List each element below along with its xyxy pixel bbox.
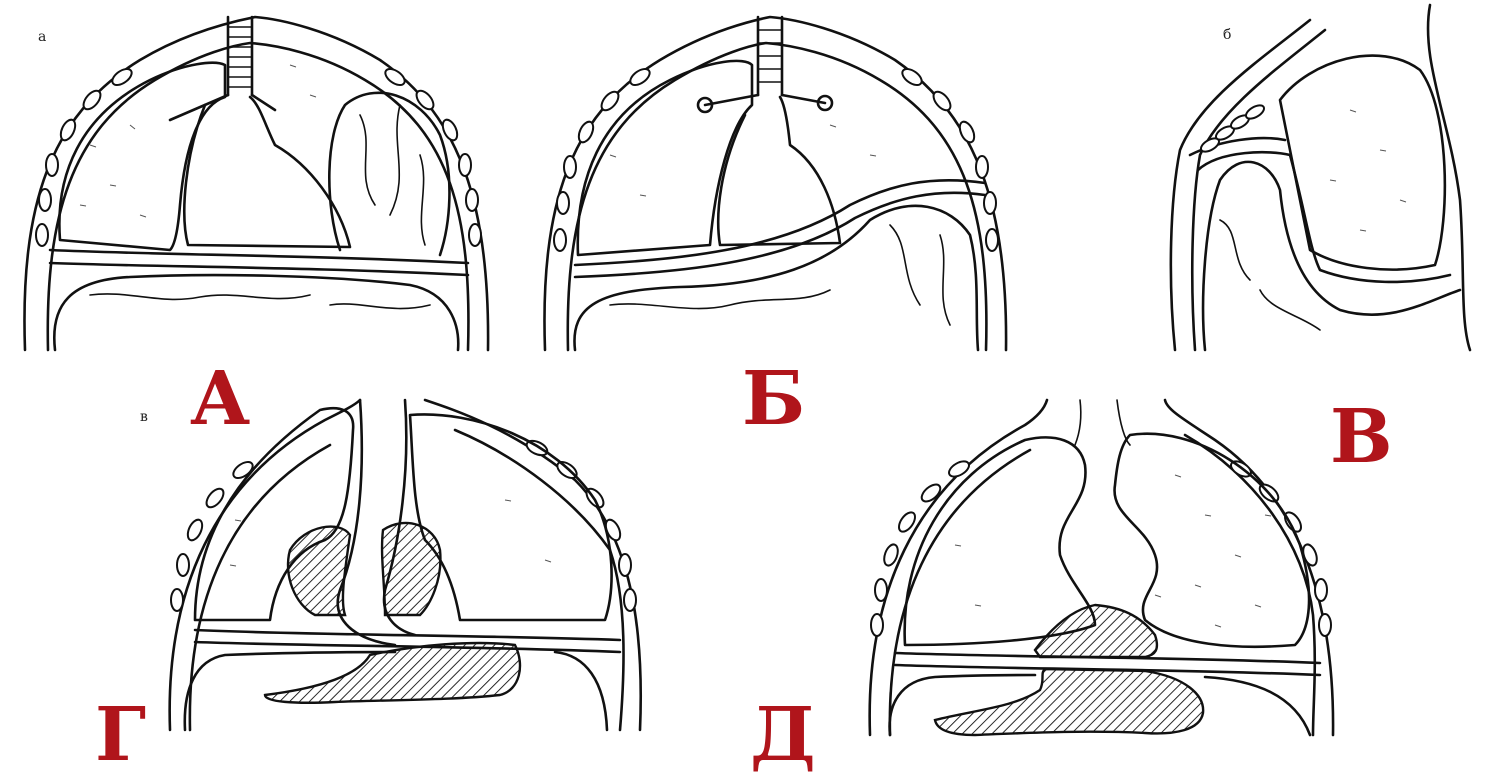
hatched-stomach <box>935 669 1203 735</box>
right-lung-d <box>1115 434 1310 647</box>
label-b: Б <box>742 362 805 436</box>
abdominal-bowel <box>54 275 458 350</box>
hatched-hernia-mediastinal <box>1035 605 1157 657</box>
rib-ovals-left <box>36 66 134 246</box>
hatched-hernia-upper <box>288 527 350 615</box>
panel-d-diagram <box>855 395 1355 740</box>
sublabel-a: а <box>38 30 46 44</box>
panel-a-diagram <box>10 5 500 355</box>
herniated-bowel-sagittal <box>1203 162 1460 350</box>
heart-mediastinum <box>184 97 350 247</box>
left-lung-b <box>578 61 752 255</box>
heart-b <box>718 97 840 245</box>
lung-texture-b <box>610 125 876 196</box>
lung-texture-a <box>80 65 316 217</box>
lung-texture-d <box>955 475 1271 627</box>
abdominal-bowel-b <box>574 206 978 350</box>
sublabel-v: в <box>140 410 148 424</box>
panel-v-diagram <box>1160 0 1490 355</box>
sublabel-b: б <box>1223 28 1231 42</box>
left-lung <box>59 63 225 250</box>
lung-texture-v <box>1330 110 1406 231</box>
panel-v-svg <box>1160 0 1490 355</box>
rib-ovals-right <box>383 66 481 246</box>
hatched-hernia-right <box>382 523 440 615</box>
label-v: В <box>1330 400 1393 474</box>
trachea <box>170 17 275 120</box>
label-g: Г <box>95 698 146 772</box>
panel-a-svg <box>10 5 500 355</box>
rib-ovals-b <box>554 66 998 251</box>
herniated-bowel <box>329 93 449 255</box>
panel-d-svg <box>855 395 1355 740</box>
panel-b-svg <box>530 5 1020 355</box>
elevated-diaphragm <box>575 180 985 265</box>
panel-b-diagram <box>530 5 1020 355</box>
label-a: А <box>190 362 250 436</box>
label-d: Д <box>750 698 816 772</box>
lung-sagittal <box>1280 56 1445 270</box>
